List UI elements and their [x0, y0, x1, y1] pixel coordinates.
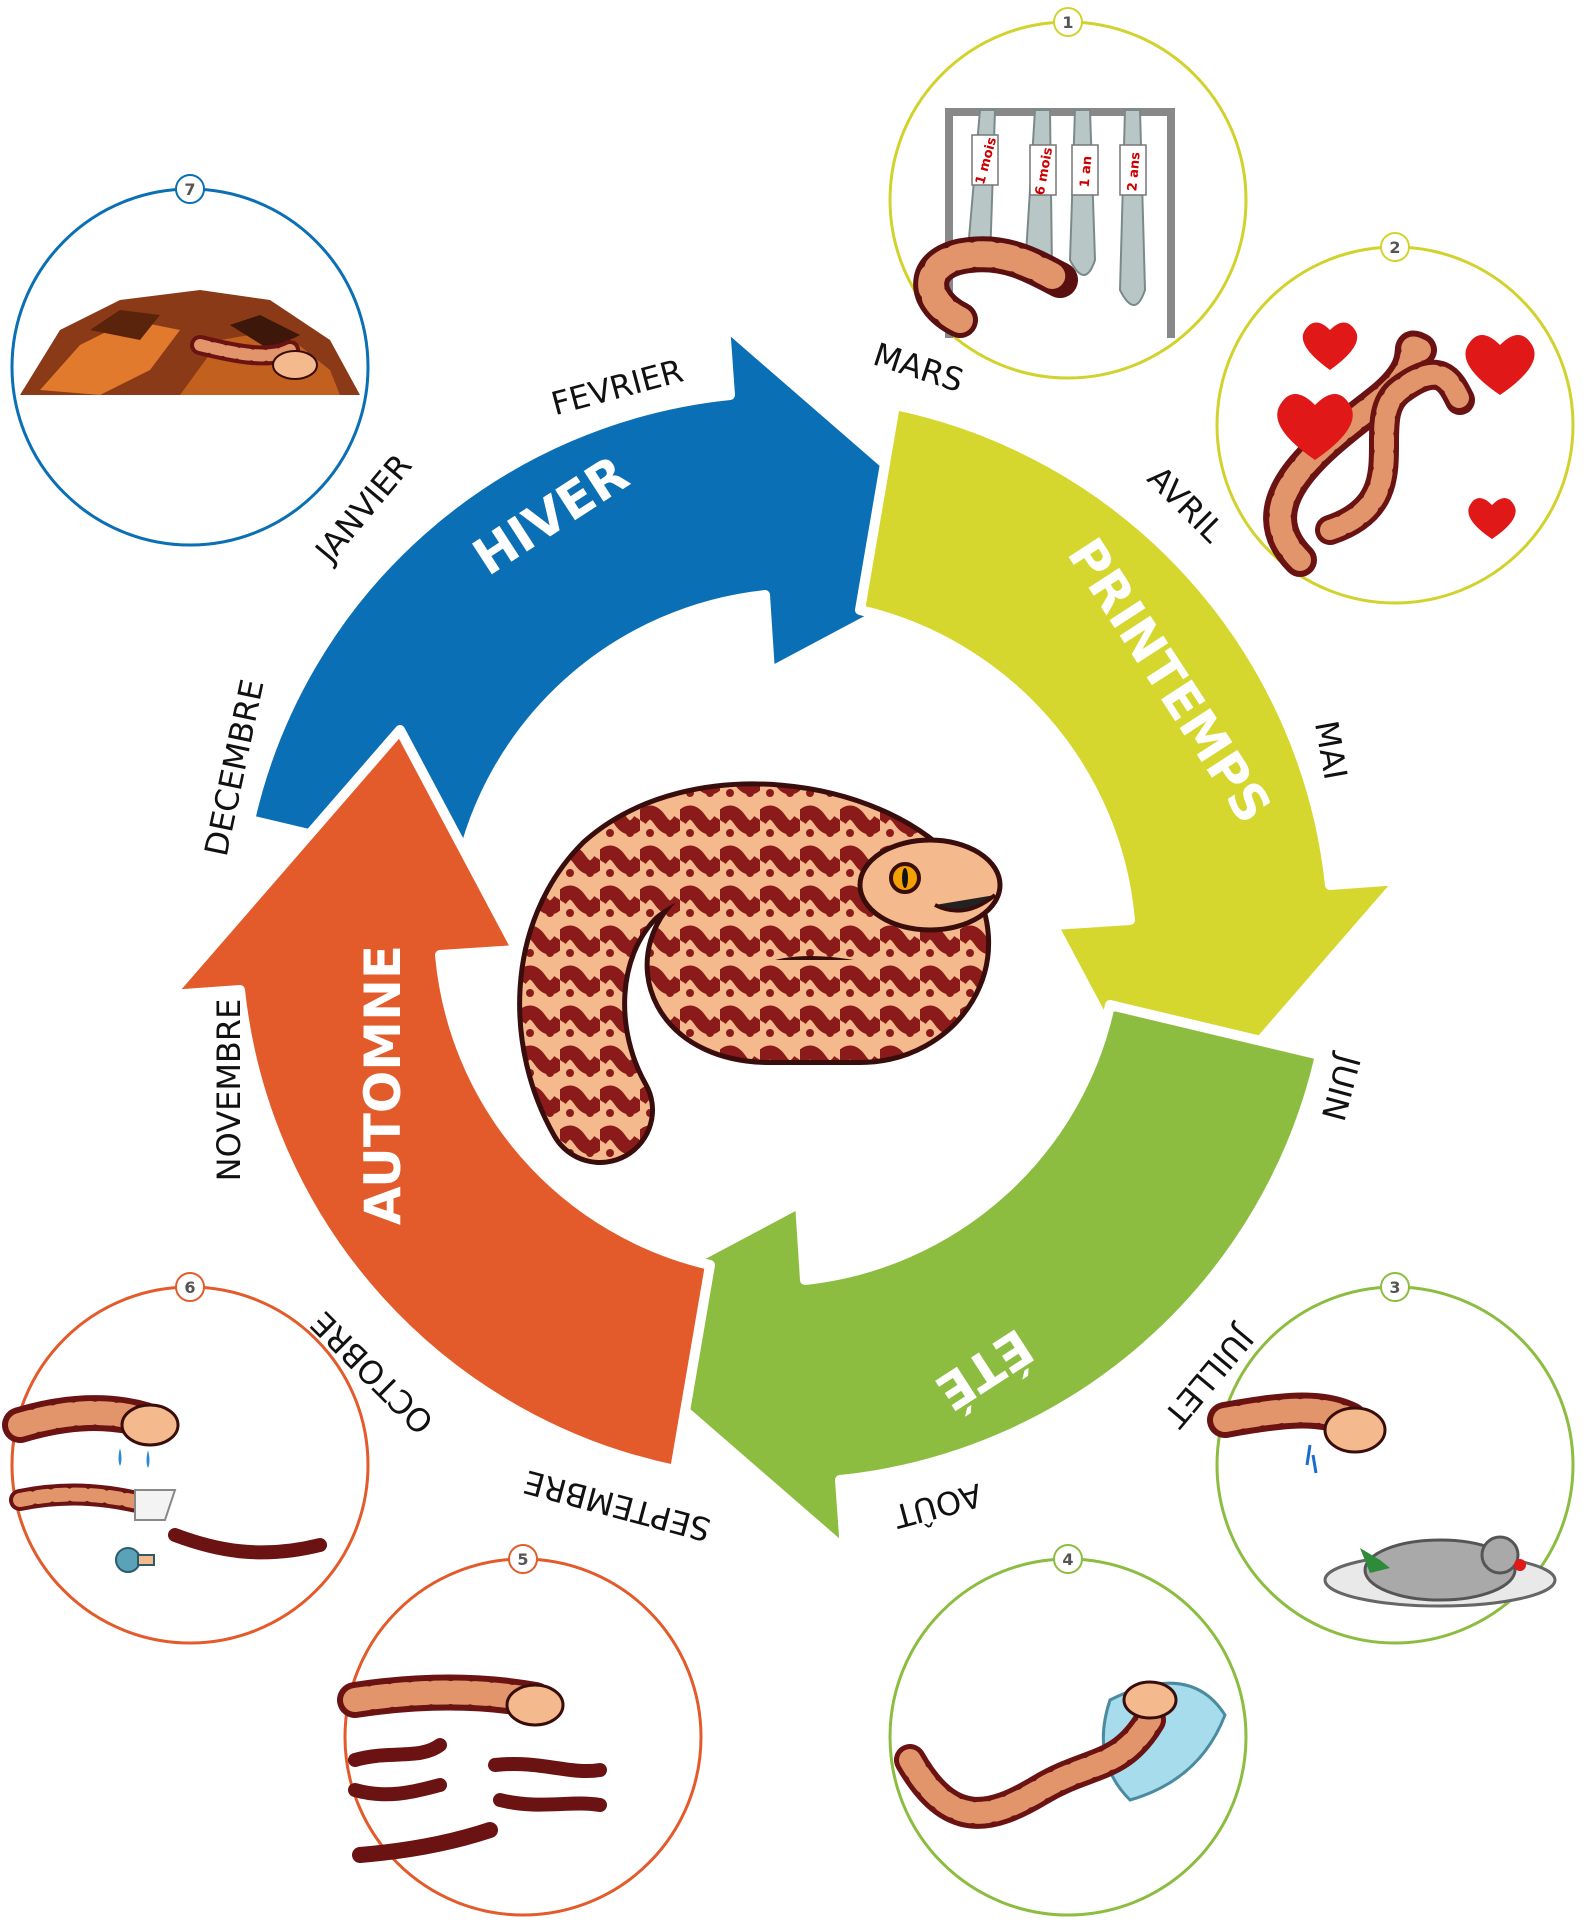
step-4: 4: [890, 1545, 1246, 1915]
step-3: 3: [1217, 1273, 1573, 1643]
step-2: 2: [1217, 233, 1573, 603]
step-1: 1 mois 6 mois 1 an 2 ans 1: [890, 8, 1246, 378]
tag-1-an: 1 an: [1078, 155, 1096, 188]
month-label-septembre: SEPTEMBRE: [520, 1462, 715, 1548]
month-label-mai: MAI: [1307, 718, 1355, 783]
snake-icon: [572, 836, 1000, 1110]
badge-1: 1: [1062, 13, 1073, 32]
season-label-automne: AUTOMNE: [354, 945, 412, 1225]
month-label-novembre: NOVEMBRE: [210, 999, 248, 1182]
badge-4: 4: [1062, 1550, 1073, 1569]
badge-7: 7: [184, 180, 195, 199]
step-5: 5: [345, 1545, 701, 1915]
step-7: 7: [12, 175, 368, 545]
month-label-mars: MARS: [869, 335, 968, 400]
badge-5: 5: [517, 1550, 528, 1569]
badge-3: 3: [1389, 1278, 1400, 1297]
month-label-aout: AOÛT: [889, 1476, 986, 1537]
badge-2: 2: [1389, 238, 1400, 257]
badge-6: 6: [184, 1278, 195, 1297]
